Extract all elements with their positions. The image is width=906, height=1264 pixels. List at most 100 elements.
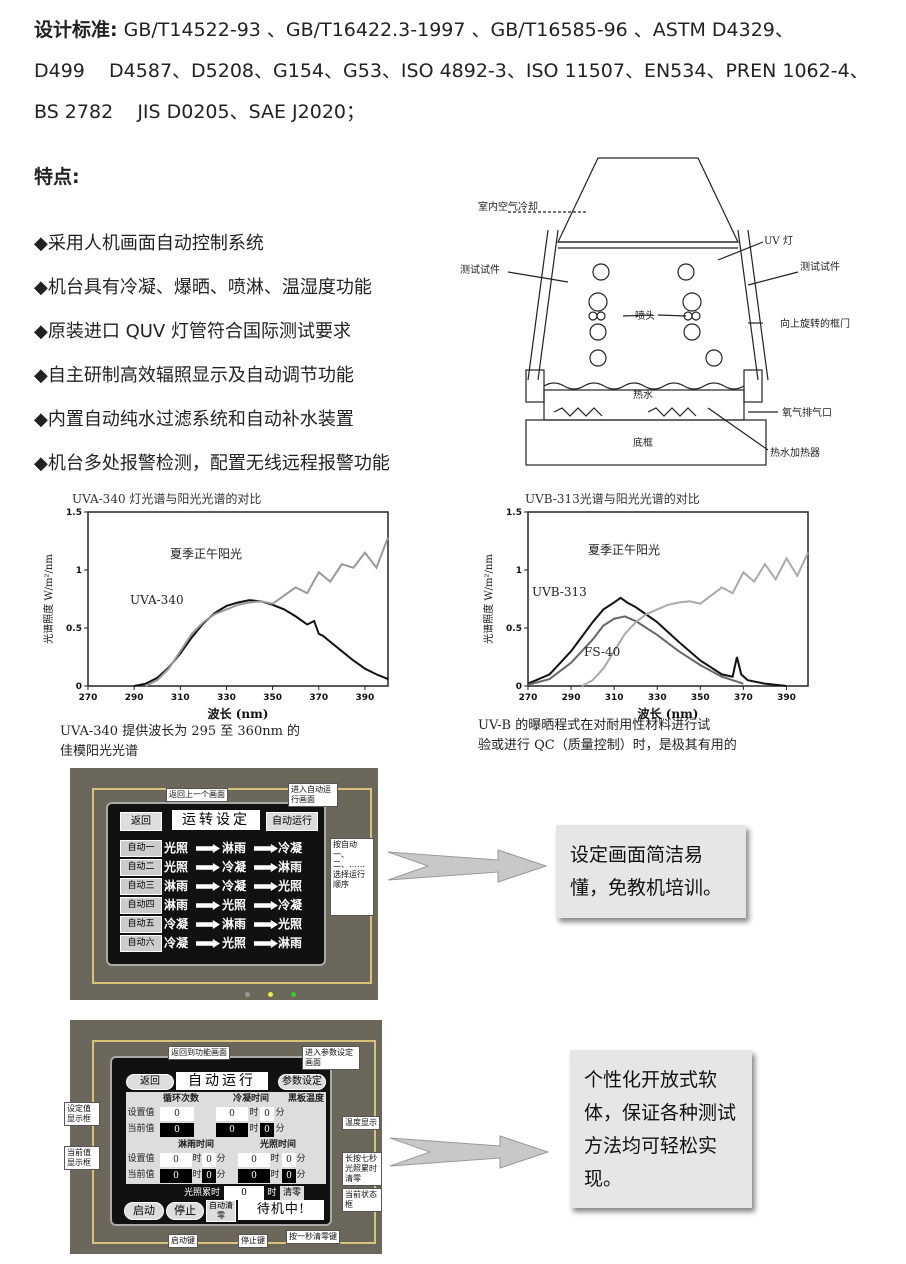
diagram-label-uv-lamp: UV 灯 [764,235,793,247]
callout-auto-run: 个性化开放式软体，保证各种测试方法均可轻松实现。 [570,1050,752,1208]
note-enter-auto: 进入自动运行画面 [288,783,338,807]
arrow-right-icon [196,901,220,910]
standards-line-2: D499 D4587、D5208、G154、G53、ISO 4892-3、ISO… [34,60,869,82]
step-label: 淋雨 [278,860,303,874]
hmi-screen-auto-run: 返回 自动运行 参数设定 循环次数 冷凝时间 黑板温度 设置值 0 0 时 0 … [70,1020,382,1254]
condense-set-hour[interactable]: 0 [216,1107,248,1121]
hour-unit: 时 [249,1124,259,1134]
spray-set-hour[interactable]: 0 [160,1153,192,1167]
spray-header: 淋雨时间 [177,1140,214,1150]
step-label: 冷凝 [164,936,189,950]
step-label: 光照 [222,898,247,912]
set-label: 设置值 [127,1154,155,1164]
cycle-current-value: 0 [160,1123,194,1137]
sunlight-label: 夏季正午阳光 [588,543,660,557]
y-tick-label: 1.5 [66,508,82,518]
y-tick-label: 1 [76,566,82,576]
note-stop: 停止键 [238,1234,268,1248]
x-tick-label: 350 [263,693,282,703]
auto-clear-button[interactable]: 自动清零 [206,1200,236,1222]
step-label: 淋雨 [164,879,189,893]
arrow-icon [388,849,548,883]
features-list: ◆采用人机画面自动控制系统 ◆机台具有冷凝、爆晒、喷淋、温湿度功能 ◆原装进口 … [34,222,390,486]
clear-button[interactable]: 清零 [280,1186,304,1200]
step-label: 淋雨 [164,898,189,912]
panel-temp-header: 黑板温度 [287,1094,324,1104]
page-title: 自动运行 [176,1072,268,1090]
stop-button[interactable]: 停止 [166,1202,204,1220]
step-label: 光照 [222,936,247,950]
standards-line-1: 设计标准: GB/T14522-93 、GB/T16422.3-1997 、GB… [34,19,794,41]
diagram-label-specimen-right: 测试试件 [800,260,840,273]
hour-unit: 时 [249,1108,259,1118]
spray-current-minute: 0 [202,1169,216,1183]
hour-unit: 时 [192,1154,202,1164]
step-label: 淋雨 [222,841,247,855]
step-label: 光照 [164,841,189,855]
diagram-label-vent: 氧气排气口 [782,406,832,419]
chart-right-title: UVB-313光谱与阳光光谱的对比 [525,492,700,506]
x-tick-label: 310 [171,693,190,703]
standards-line-3: BS 2782 JIS D0205、SAE J2020； [34,101,366,123]
note-params: 进入参数设定画面 [302,1046,360,1070]
light-total-label: 光照累时 [183,1188,220,1198]
series-line-fs-40 [527,615,744,686]
auto-sequence-button[interactable]: 自动六 [120,935,162,952]
note-current-box: 当前值显示框 [64,1146,100,1170]
diagram-label-base: 底框 [633,436,653,449]
note-set-box: 设定值显示框 [64,1102,100,1126]
series-line-sunlight [581,552,809,687]
step-label: 冷凝 [278,898,303,912]
x-tick-label: 370 [734,693,753,703]
back-button[interactable]: 返回 [120,812,162,831]
uvb313-label: UVB-313 [532,585,587,599]
auto-sequence-button[interactable]: 自动五 [120,916,162,933]
x-axis-label: 波长 (nm) [638,706,699,721]
light-total-value: 0 [224,1186,264,1200]
note-back-function: 返回到功能画面 [168,1046,230,1060]
note-temp: 温度显示 [342,1116,380,1130]
step-label: 冷凝 [164,917,189,931]
arrow-right-icon [196,844,220,853]
indicator-leds [245,990,296,999]
step-label: 光照 [164,860,189,874]
x-tick-label: 310 [605,693,624,703]
light-set-minute[interactable]: 0 [282,1153,296,1167]
y-tick-label: 1 [516,566,522,576]
auto-run-button[interactable]: 自动运行 [266,812,318,831]
auto-sequence-button[interactable]: 自动四 [120,897,162,914]
sequence-row: 自动五冷凝淋雨光照 [120,916,320,933]
minute-unit: 分 [216,1170,226,1180]
y-axis-label: 光谱照度 W/m²/nm [482,554,495,644]
start-button[interactable]: 启动 [124,1202,164,1220]
condense-current-minute: 0 [260,1123,274,1137]
sequence-row: 自动一光照 淋雨 冷凝 [120,840,320,857]
x-tick-label: 270 [79,693,98,703]
params-button[interactable]: 参数设定 [278,1074,326,1090]
x-tick-label: 390 [777,693,796,703]
page-title: 运转设定 [172,810,260,830]
step-label: 冷凝 [278,841,303,855]
x-axis-label: 波长 (nm) [208,706,269,721]
auto-sequence-button[interactable]: 自动二 [120,859,162,876]
standards-label: 设计标准: [34,19,118,41]
uva340-label: UVA-340 [130,593,184,607]
back-button[interactable]: 返回 [126,1074,174,1090]
series-line-sunlight [145,537,389,687]
top-hood-shape [557,157,739,243]
y-tick-label: 0.5 [66,624,82,634]
diagram-label-cooling: 室内空气冷却 [478,200,538,213]
spray-set-minute[interactable]: 0 [202,1153,216,1167]
diagram-label-specimen-left: 测试试件 [460,263,500,276]
auto-sequence-button[interactable]: 自动一 [120,840,162,857]
auto-sequence-button[interactable]: 自动三 [120,878,162,895]
sequence-grid: 自动一光照淋雨冷凝自动二光照冷凝淋雨自动三淋雨冷凝光照自动四淋雨光照冷凝自动五冷… [120,840,320,960]
qu-chamber-diagram: 室内空气冷却 测试试件 UV 灯 测试试件 喷头 向上旋转的框门 热水 氧气排气… [460,157,850,466]
arrow-right-icon [196,939,220,948]
hmi-display: 返回 自动运行 参数设定 循环次数 冷凝时间 黑板温度 设置值 0 0 时 0 … [110,1056,332,1226]
cycle-set-value[interactable]: 0 [160,1107,194,1121]
light-set-hour[interactable]: 0 [238,1153,270,1167]
condense-set-minute[interactable]: 0 [260,1107,274,1121]
feature-item: ◆内置自动纯水过滤系统和自动补水装置 [34,409,354,430]
